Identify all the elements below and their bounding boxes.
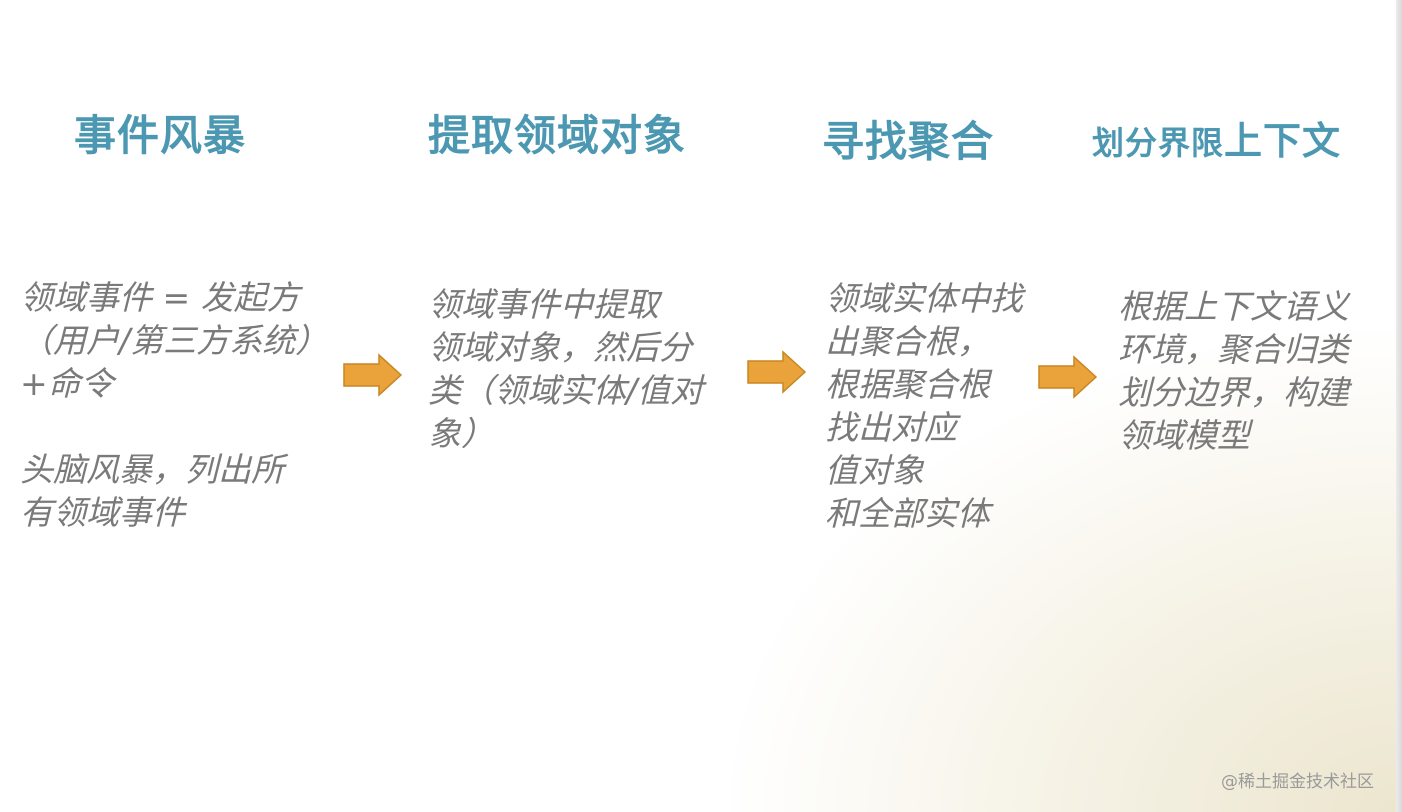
step-3-title: 寻找聚合 <box>822 117 995 166</box>
step-4-line: 环境，聚合归类 <box>1118 330 1349 369</box>
step-1-line: +命令 <box>20 364 114 403</box>
step-1-line <box>20 405 328 448</box>
step-2-body: 领域事件中提取 领域对象，然后分 类（领域实体/值对 象） <box>428 283 703 455</box>
step-3-line: 值对象 <box>825 451 924 490</box>
right-arrow-icon <box>343 353 403 397</box>
step-2-title: 提取领域对象 <box>428 111 687 160</box>
step-4-title-part2: 上下文 <box>1224 119 1342 163</box>
step-4-line: 划分边界，构建 <box>1118 373 1349 412</box>
step-3-body: 领域实体中找 出聚合根， 根据聚合根 找出对应 值对象 和全部实体 <box>825 277 1023 535</box>
right-arrow-icon <box>1038 355 1098 399</box>
watermark: @稀土掘金技术社区 <box>1221 772 1374 792</box>
step-1-line: 头脑风暴，列出所 <box>20 450 284 489</box>
step-2-line: 类（领域实体/值对 <box>428 371 704 410</box>
step-3-line: 和全部实体 <box>825 494 990 533</box>
step-4-line: 根据上下文语义 <box>1118 287 1349 326</box>
step-2-line: 领域事件中提取 <box>428 285 659 324</box>
step-1-title: 事件风暴 <box>74 111 247 160</box>
step-1-line: （用户/第三方系统） <box>20 321 329 360</box>
step-3-line: 找出对应 <box>825 408 957 447</box>
step-3-line: 出聚合根， <box>825 322 990 361</box>
step-4-title-part1: 划分界限 <box>1092 124 1225 162</box>
right-arrow-icon <box>747 350 807 394</box>
step-4-title: 划分界限上下文 <box>1092 110 1341 165</box>
step-3-line: 根据聚合根 <box>825 365 990 404</box>
step-1-line: 领域事件 = 发起方 <box>20 278 300 317</box>
step-3-line: 领域实体中找 <box>825 279 1023 318</box>
step-2-line: 象） <box>428 414 494 453</box>
step-1-line: 有领域事件 <box>20 493 185 532</box>
step-1-body: 领域事件 = 发起方 （用户/第三方系统） +命令 头脑风暴，列出所 有领域事件 <box>20 276 328 534</box>
step-4-line: 领域模型 <box>1118 416 1250 455</box>
step-4-body: 根据上下文语义 环境，聚合归类 划分边界，构建 领域模型 <box>1118 285 1349 457</box>
step-2-line: 领域对象，然后分 <box>428 328 692 367</box>
slide-edge <box>1396 0 1402 812</box>
